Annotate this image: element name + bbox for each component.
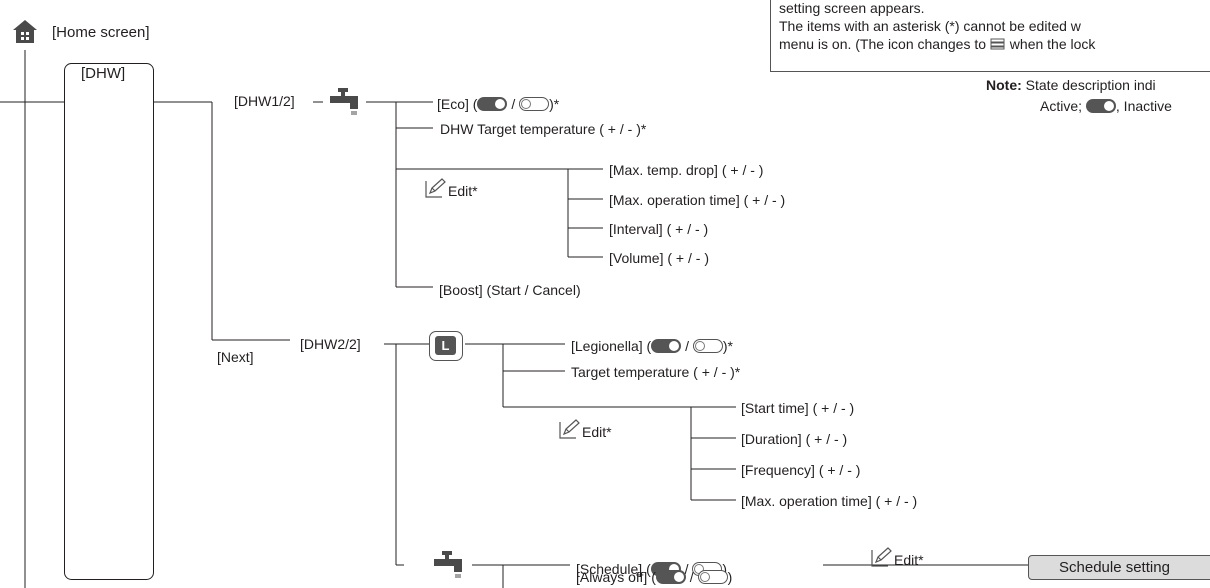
edit-button-schedule[interactable]: Edit* <box>870 546 924 568</box>
legionella-icon: L <box>429 331 463 361</box>
info-line-1: setting screen appears. <box>779 0 925 16</box>
schedule-setting-button[interactable]: Schedule setting <box>1028 555 1210 580</box>
edit-icon <box>871 547 892 567</box>
toggle-on-icon <box>651 339 682 353</box>
tap-icon <box>434 551 462 578</box>
toggle-on-icon <box>477 97 508 111</box>
edit-icon <box>425 178 446 198</box>
dhw-menu-label: [DHW] <box>81 65 126 82</box>
legionella-target-temperature[interactable]: Target temperature ( + / - )* <box>571 364 741 380</box>
always-off-text[interactable]: [Always off] ( / ) <box>576 569 733 585</box>
edit-icon <box>559 419 580 439</box>
dhw-target-temperature[interactable]: DHW Target temperature ( + / - )* <box>440 121 647 137</box>
start-time[interactable]: [Start time] ( + / - ) <box>741 400 855 416</box>
note-line-2: Active; , Inactive <box>1040 98 1172 114</box>
tap-icon <box>330 88 358 115</box>
toggle-on-icon <box>1085 99 1116 113</box>
max-operation-time[interactable]: [Max. operation time] ( + / - ) <box>609 192 786 208</box>
edit-button-dhw1[interactable]: Edit* <box>424 177 478 199</box>
note-line-1: Note: State description indi <box>986 77 1156 93</box>
interval[interactable]: [Interval] ( + / - ) <box>609 221 709 237</box>
duration[interactable]: [Duration] ( + / - ) <box>741 431 848 447</box>
next-button[interactable]: [Next] <box>217 349 254 365</box>
home-screen-label: [Home screen] <box>52 24 150 41</box>
edit-button-legionella[interactable]: Edit* <box>558 418 612 440</box>
info-line-3: menu is on. (The icon changes to when th… <box>779 36 1096 52</box>
home-icon <box>13 20 37 43</box>
legionella-max-operation-time[interactable]: [Max. operation time] ( + / - ) <box>741 493 918 509</box>
toggle-off-icon <box>519 97 550 111</box>
toggle-off-icon <box>697 570 728 584</box>
frequency[interactable]: [Frequency] ( + / - ) <box>741 462 861 478</box>
volume[interactable]: [Volume] ( + / - ) <box>609 250 709 266</box>
info-line-2: The items with an asterisk (*) cannot be… <box>779 18 1081 34</box>
eco-row[interactable]: [Eco] ( / )* <box>437 96 560 112</box>
boost[interactable]: [Boost] (Start / Cancel) <box>439 282 581 298</box>
legionella-row[interactable]: [Legionella] ( / )* <box>571 338 733 354</box>
max-temp-drop[interactable]: [Max. temp. drop] ( + / - ) <box>609 162 764 178</box>
info-box: setting screen appears. The items with a… <box>770 0 1210 72</box>
dhw2-2-label: [DHW2/2] <box>300 336 361 352</box>
dhw1-2-label: [DHW1/2] <box>234 93 295 109</box>
toggle-on-icon <box>655 570 686 584</box>
list-lock-icon <box>990 38 1005 50</box>
toggle-off-icon <box>692 339 723 353</box>
